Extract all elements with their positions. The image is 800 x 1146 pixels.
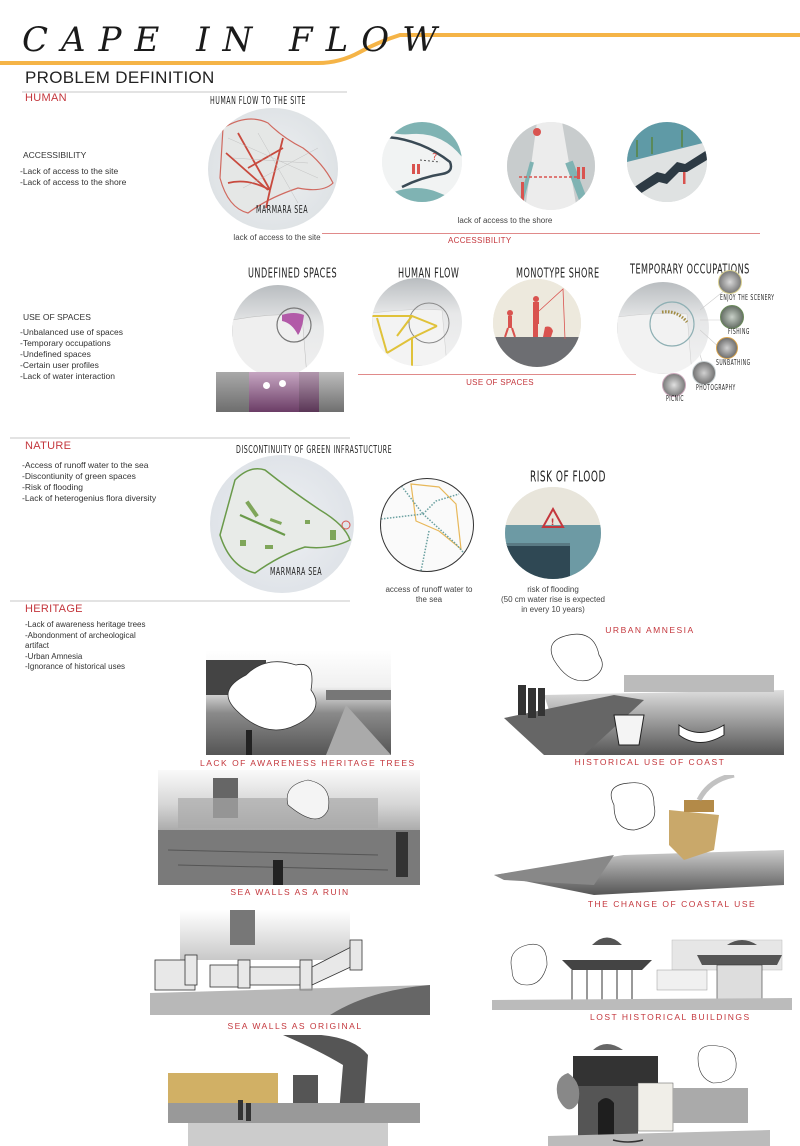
caption-heritage-trees: LACK OF AWARENESS HERITAGE TREES — [200, 758, 416, 768]
section-heritage: HERITAGE — [25, 603, 83, 615]
bullet: -Temporary occupations — [20, 338, 111, 348]
diagram-undefined-spaces — [232, 285, 324, 377]
image-historical-coast — [484, 630, 784, 755]
svg-text:?: ? — [432, 152, 437, 163]
occupation-label: PICNIC — [666, 395, 685, 404]
occupation-label: FISHING — [728, 328, 750, 337]
diagram-shore-access-3 — [627, 122, 707, 202]
label-risk-of-flood: RISK OF FLOOD — [530, 469, 606, 487]
bullet: -Access of runoff water to the sea — [22, 460, 149, 470]
heritage-bullets: -Lack of awareness heritage trees -Abond… — [25, 620, 146, 673]
sea-label: MARMARA SEA — [270, 566, 323, 578]
divider — [10, 600, 350, 602]
bullet: -Undefined spaces — [20, 349, 91, 359]
diagram-runoff — [380, 478, 474, 572]
occupation-label: ENJOY THE SCENERY — [720, 294, 775, 303]
bullet: -Certain user profiles — [20, 360, 99, 370]
sea-label: MARMARA SEA — [256, 204, 309, 216]
caption-line: the sea — [415, 595, 443, 604]
occupation-fishing — [720, 305, 744, 329]
caption-site: lack of access to the site — [233, 233, 321, 242]
caption-flood: risk of flooding (50 cm water rise is ex… — [490, 585, 616, 615]
map-green-infrastructure — [210, 455, 354, 593]
occupation-enjoy-scenery — [718, 270, 742, 294]
occupation-picnic — [662, 373, 686, 397]
page-title: CAPE IN FLOW — [22, 20, 451, 60]
accessibility-bullets: -Lack of access to the site -Lack of acc… — [20, 166, 126, 188]
bullet: -Risk of flooding — [22, 482, 83, 492]
caption-sea-walls-original: SEA WALLS AS ORIGINAL — [227, 1021, 363, 1031]
image-lost-waterfront-building — [548, 1038, 770, 1146]
page-subtitle: PROBLEM DEFINITION — [25, 68, 215, 87]
caption-lost-buildings: LOST HISTORICAL BUILDINGS — [590, 1012, 751, 1022]
occupation-photography — [692, 361, 716, 385]
caption-sea-walls-ruin: SEA WALLS AS A RUIN — [230, 887, 350, 897]
label-undefined-spaces: UNDEFINED SPACES — [248, 267, 338, 282]
caption-historical-coast: HISTORICAL USE OF COAST — [574, 757, 726, 767]
use-of-spaces-bullets: -Unbalanced use of spaces -Temporary occ… — [20, 327, 123, 382]
bullet: -Lack of heterogenius flora diversity — [22, 493, 157, 503]
header-accent-line — [0, 33, 800, 65]
map-label-human-flow: HUMAN FLOW TO THE SITE — [210, 95, 306, 107]
caption-line: risk of flooding — [527, 585, 579, 594]
caption-runoff: access of runoff water to the sea — [374, 585, 484, 605]
bullet: -Lack of access to the shore — [20, 177, 127, 187]
caption-line: in every 10 years) — [521, 605, 585, 614]
label-monotype-shore: MONOTYPE SHORE — [516, 267, 600, 282]
bullet: -Lack of awareness heritage trees — [25, 620, 146, 629]
image-heritage-trees — [206, 650, 391, 755]
section-human: HUMAN — [25, 92, 67, 104]
image-lost-buildings — [492, 930, 792, 1010]
diagram-risk-of-flood: ! — [505, 487, 601, 579]
divider — [22, 91, 347, 93]
accessibility-band-label: ACCESSIBILITY — [448, 236, 512, 245]
bullet: -Ignorance of historical uses — [25, 662, 126, 671]
occupation-label: SUNBATHING — [716, 359, 751, 368]
caption-line: access of runoff water to — [385, 585, 473, 594]
occupation-label: PHOTOGRAPHY — [696, 384, 736, 393]
section-nature: NATURE — [25, 440, 72, 452]
diagram-monotype-shore — [493, 279, 581, 367]
map-human-flow — [208, 108, 338, 230]
bullet: -Discontiunity of green spaces — [22, 471, 136, 481]
diagram-shore-access-1: ? — [382, 122, 462, 202]
image-archeological-artifact — [168, 1035, 420, 1146]
bullet: -Unbalanced use of spaces — [20, 327, 124, 337]
bullet: -Lack of water interaction — [20, 371, 115, 381]
occupation-sunbathing — [716, 337, 738, 359]
caption-shore: lack of access to the shore — [457, 216, 553, 225]
use-of-spaces-title: USE OF SPACES — [23, 312, 91, 322]
image-sea-walls-original — [150, 905, 430, 1015]
image-coastal-use-change — [494, 775, 784, 895]
diagram-shore-access-2 — [507, 122, 595, 210]
divider — [10, 437, 350, 439]
svg-text:!: ! — [551, 518, 555, 528]
diagram-temporary-occupations — [617, 282, 709, 374]
bullet: -Abondonment of archeological — [25, 630, 136, 640]
caption-coastal-use-change: THE CHANGE OF COASTAL USE — [587, 899, 757, 909]
section-strip-undefined-spaces — [216, 372, 344, 412]
accessibility-band-line — [322, 233, 760, 234]
bullet: -Lack of access to the site — [20, 166, 119, 176]
image-sea-walls-ruin — [158, 770, 420, 885]
use-of-spaces-band-label: USE OF SPACES — [466, 378, 534, 387]
label-urban-amnesia: URBAN AMNESIA — [605, 625, 695, 635]
bullet: artifact — [25, 641, 50, 650]
caption-line: (50 cm water rise is expected — [500, 595, 606, 604]
bullet: -Urban Amnesia — [25, 651, 83, 661]
use-of-spaces-band-line — [358, 374, 636, 375]
map-label-green: DISCONTINUITY OF GREEN INFRASTUCTURE — [236, 444, 393, 456]
nature-bullets: -Access of runoff water to the sea -Disc… — [22, 460, 156, 504]
accessibility-title: ACCESSIBILITY — [23, 150, 87, 160]
diagram-human-flow — [372, 278, 462, 366]
